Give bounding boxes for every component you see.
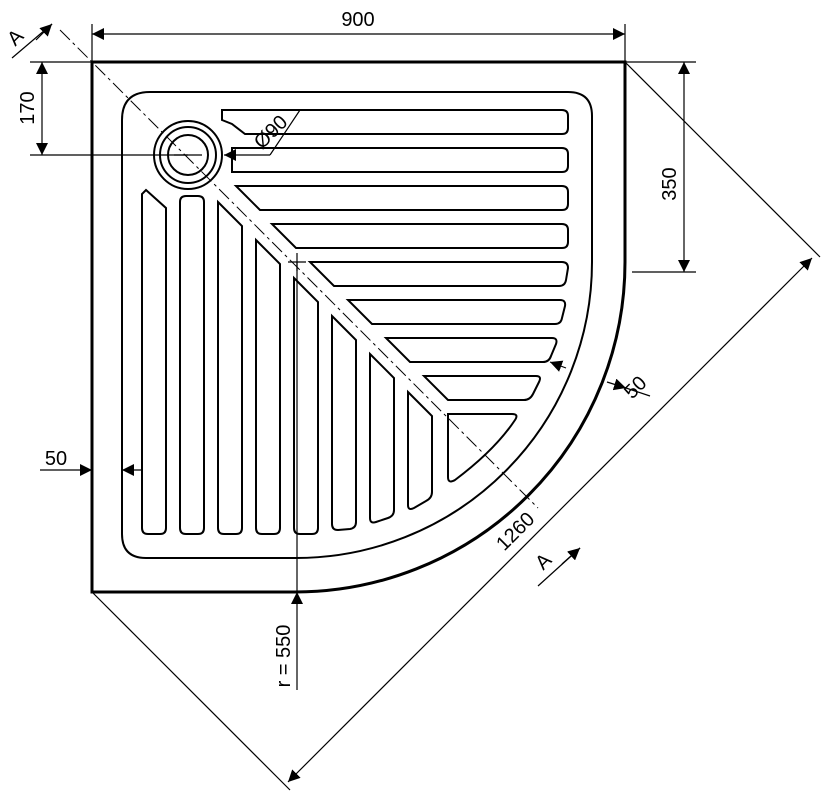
- dimension-rim-left: 50: [40, 448, 142, 476]
- radius-dimension-label: r = 550: [273, 625, 295, 688]
- rib-h-6: [345, 299, 567, 325]
- diagonal-dimension-label: 1260: [492, 508, 539, 555]
- section-marker-bottom: A: [531, 547, 581, 587]
- rib-h-2: [231, 147, 569, 173]
- rib-v-2: [179, 195, 205, 535]
- rib-h-8: [421, 375, 541, 401]
- dimension-depth: 350: [625, 61, 696, 273]
- rib-v-8: [407, 389, 433, 510]
- rim-right-label: 50: [620, 372, 651, 403]
- rib-v-1: [141, 188, 167, 535]
- rib-h-4: [269, 223, 569, 249]
- rib-v-3: [217, 199, 243, 535]
- section-marker-top: A: [3, 23, 53, 59]
- rib-v-4: [255, 237, 281, 535]
- rib-h-1: [221, 109, 569, 135]
- rib-v-7: [369, 351, 395, 524]
- rib-h-5: [307, 261, 570, 287]
- rib-v-6: [331, 313, 357, 532]
- dimension-width: 900: [91, 9, 626, 62]
- drain-offset-label: 170: [17, 91, 39, 124]
- vertical-ribs: [141, 188, 433, 535]
- dimension-drain-offset: 170: [17, 61, 188, 156]
- diagonal-centerline: [59, 29, 539, 509]
- rib-h-3: [233, 185, 569, 211]
- rib-h-7: [383, 337, 558, 363]
- depth-dimension-label: 350: [659, 167, 681, 200]
- section-label-bottom: A: [531, 549, 556, 574]
- dimension-radius: r = 550: [273, 262, 303, 690]
- width-dimension-label: 900: [341, 9, 374, 31]
- rim-left-label: 50: [45, 448, 67, 470]
